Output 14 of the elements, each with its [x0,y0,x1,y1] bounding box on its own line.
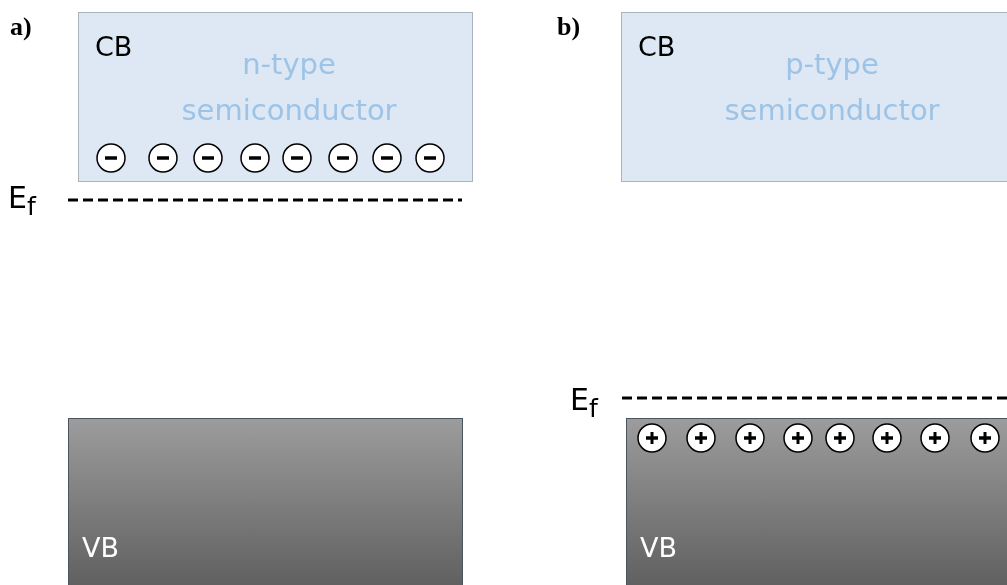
panel-label: b) [557,12,581,42]
valence-band-box [626,418,1007,585]
conduction-band-box [78,12,473,182]
conduction-band-box [621,12,1007,182]
band-label: CB [95,31,133,62]
valence-band-box [68,418,463,585]
fermi-level-label: E$_{f}$ [570,382,598,423]
panel-label: a) [10,12,32,42]
fermi-level-label: E$_{f}$ [8,180,36,221]
band-label: CB [638,31,676,62]
semiconductor-type-label: n-type semiconductor [180,46,398,129]
band-label: VB [82,532,119,563]
semiconductor-type-label: p-type semiconductor [723,46,941,129]
band-label: VB [640,532,677,563]
